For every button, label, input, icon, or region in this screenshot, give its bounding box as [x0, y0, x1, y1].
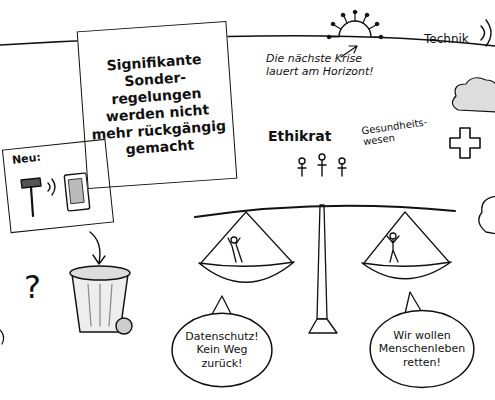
scale-pan — [362, 262, 451, 279]
new-sheet: Neu: — [2, 139, 114, 233]
council-figures — [298, 154, 346, 176]
pan-strings — [364, 212, 449, 263]
trash-wheel — [116, 318, 132, 334]
virus-knob — [365, 13, 369, 17]
trash-arrow — [90, 232, 105, 264]
person-head — [390, 233, 396, 239]
scale-base — [309, 319, 337, 333]
node-text: Wir wollen Menschenleben retten! — [376, 329, 468, 369]
bubble-ellipse — [370, 310, 474, 387]
trash-lid — [70, 266, 130, 280]
person-head — [231, 237, 237, 243]
phone-screen — [69, 178, 84, 203]
virus-sun — [327, 10, 383, 39]
scale-beam — [195, 206, 455, 217]
warning-note: Die nächste Krise lauert am Horizont! — [266, 52, 374, 78]
virus-knob — [327, 35, 331, 39]
virus-knob — [379, 35, 383, 39]
speech-bubble: Wir wollen Menschenleben retten! — [368, 308, 476, 390]
speech-bubble: Datenschutz! Kein Weg zurück! — [170, 311, 274, 389]
question-mark: ? — [24, 268, 54, 306]
person-in-pan — [228, 238, 242, 262]
virus-body — [339, 21, 371, 37]
cut-off-cloud — [479, 196, 495, 234]
pan-strings — [201, 212, 292, 263]
medical-cross — [450, 128, 480, 158]
signal-symbol — [48, 179, 55, 195]
figure-head — [299, 158, 305, 164]
signal-symbol — [481, 20, 491, 46]
group-label: Ethikrat — [268, 128, 348, 144]
note-sheet: Signifikante Sonder- regelungen werden n… — [77, 21, 238, 189]
virus-knob — [341, 13, 345, 17]
cut-off-sketch — [0, 330, 4, 344]
cloud-shape — [452, 78, 495, 112]
topic-label: Gesundheits- wesen — [361, 115, 441, 148]
person-in-pan — [387, 236, 399, 262]
node-text: Neu: — [11, 145, 98, 167]
figure-head — [319, 154, 325, 160]
scale-post — [317, 205, 327, 319]
scale-pan — [199, 262, 294, 282]
hammer-handle — [31, 187, 33, 216]
node-text: Datenschutz! Kein Weg zurück! — [178, 330, 266, 370]
figure-body — [318, 160, 326, 176]
figure-head — [339, 158, 345, 164]
figure-body — [338, 164, 346, 176]
figure-body — [298, 164, 306, 176]
topic-label: Technik — [424, 32, 484, 46]
virus-knob — [375, 22, 379, 26]
virus-spikes — [330, 13, 380, 37]
node-text: Signifikante Sonder- regelungen werden n… — [86, 49, 229, 161]
bubble-ellipse — [172, 313, 272, 386]
new-tech-icons — [21, 173, 90, 216]
horizon-line — [0, 36, 495, 46]
virus-knob — [353, 10, 357, 14]
trash-ribs — [88, 284, 112, 326]
virus-knob — [331, 22, 335, 26]
